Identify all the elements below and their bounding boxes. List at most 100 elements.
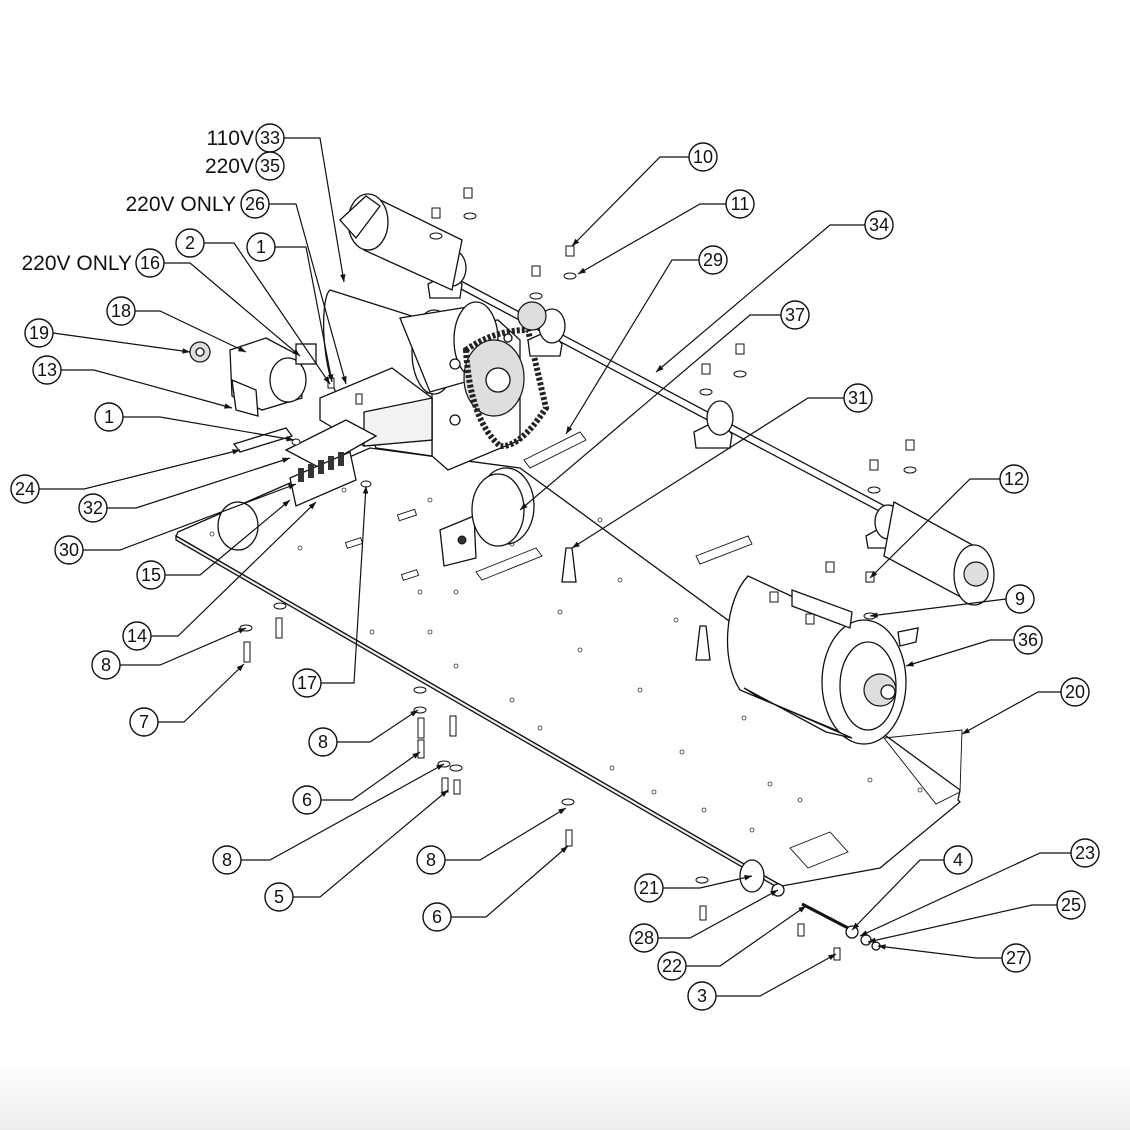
leader-line <box>83 483 297 551</box>
callout-23: 23 <box>1070 838 1100 868</box>
callout-number: 23 <box>1075 843 1095 863</box>
callout-6: 6 <box>422 902 452 932</box>
callout-bubble <box>780 300 810 330</box>
leader-line <box>451 845 569 918</box>
leader-arrowhead <box>906 661 914 667</box>
fasteners <box>239 187 917 961</box>
leader-line <box>275 246 333 383</box>
leader-line <box>716 953 837 997</box>
callout-number: 13 <box>37 360 57 380</box>
callout-bubble <box>1001 943 1031 973</box>
leader-arrowhead <box>520 503 528 510</box>
callout-19: 19 <box>24 318 54 348</box>
callout-bubble <box>292 785 322 815</box>
leader-arrowhead <box>362 486 369 494</box>
main-motor <box>726 575 919 745</box>
callout-bubble <box>943 845 973 875</box>
bottom-shade <box>0 1060 1130 1130</box>
leader-line <box>877 945 1002 959</box>
callout-number: 9 <box>1015 589 1025 609</box>
leader-arrowhead <box>798 906 806 913</box>
callout-bubble <box>687 981 717 1011</box>
callout-number: 8 <box>318 732 328 752</box>
leader-arrowhead <box>236 664 244 672</box>
callout-bubble <box>264 882 294 912</box>
callout-number: 27 <box>1006 948 1026 968</box>
callout-18: 18 <box>106 296 136 326</box>
upper-cylinder <box>339 193 463 291</box>
leader-line <box>158 663 245 723</box>
callout-4: 4 <box>943 845 973 875</box>
callout-15: 15 <box>136 560 166 590</box>
leader-line <box>52 332 191 353</box>
callout-bubble <box>94 402 124 432</box>
callout-bubble <box>106 296 136 326</box>
leader-arrowhead <box>870 612 878 618</box>
callout-27: 27 <box>1001 943 1031 973</box>
leader-line <box>337 709 419 743</box>
callout-10: 10 <box>688 142 718 172</box>
callout-number: 32 <box>83 498 103 518</box>
callout-36: 36 <box>1013 625 1043 655</box>
callout-33-prefix: 110V <box>207 127 255 150</box>
callout-bubble <box>212 845 242 875</box>
callout-bubble <box>1056 890 1086 920</box>
leader-arrowhead <box>238 346 246 352</box>
callout-bubble <box>1013 625 1043 655</box>
leader-arrowhead <box>852 922 860 930</box>
callout-bubble <box>725 189 755 219</box>
leader-arrowhead <box>860 930 868 936</box>
callout-bubble <box>634 873 664 903</box>
callout-13: 13 <box>32 355 62 385</box>
callout-37: 37 <box>780 300 810 330</box>
leader-line <box>658 889 779 939</box>
leader-line <box>164 262 301 357</box>
leader-line <box>571 397 844 549</box>
callout-7: 7 <box>129 707 159 737</box>
callout-bubble <box>122 621 152 651</box>
callout-26: 220V ONLY 26 <box>125 189 270 219</box>
leader-line <box>120 627 247 666</box>
leader-line <box>284 137 345 283</box>
callout-bubble <box>629 923 659 953</box>
callout-16-number: 16 <box>140 253 160 273</box>
callout-8: 8 <box>212 845 242 875</box>
leader-arrowhead <box>560 846 568 853</box>
leader-line <box>321 485 367 684</box>
callout-28: 28 <box>629 923 659 953</box>
callout-26-prefix: 220V ONLY <box>125 193 236 216</box>
callout-1: 1 <box>94 402 124 432</box>
leader-arrowhead <box>558 808 566 815</box>
leader-line <box>321 751 421 801</box>
callout-bubble <box>843 383 873 413</box>
callout-bubble <box>999 464 1029 494</box>
callout-number: 24 <box>15 479 35 499</box>
callout-bubble <box>1060 677 1090 707</box>
callout-number: 22 <box>662 956 682 976</box>
leader-line <box>241 763 445 861</box>
callout-number: 1 <box>104 407 114 427</box>
callout-number: 17 <box>297 673 317 693</box>
callout-bubble <box>422 902 452 932</box>
callout-number: 14 <box>127 626 147 646</box>
leader-line <box>869 598 1007 617</box>
callout-31: 31 <box>843 383 873 413</box>
callout-number: 21 <box>639 878 659 898</box>
callout-number: 19 <box>29 323 49 343</box>
callout-number: 31 <box>848 388 868 408</box>
leader-arrowhead <box>412 752 420 759</box>
leader-arrowhead <box>341 376 347 384</box>
leader-line <box>565 259 699 435</box>
callout-bubble <box>32 355 62 385</box>
callout-35-number: 35 <box>260 156 280 176</box>
callout-1: 1 <box>246 232 276 262</box>
lower-small-parts <box>739 859 881 951</box>
leader-line <box>867 904 1057 943</box>
leader-arrowhead <box>566 426 573 434</box>
leader-line <box>686 905 807 967</box>
callout-34: 34 <box>864 210 894 240</box>
leader-arrowhead <box>878 944 886 950</box>
callout-bubble <box>91 650 121 680</box>
leader-line <box>445 807 567 861</box>
